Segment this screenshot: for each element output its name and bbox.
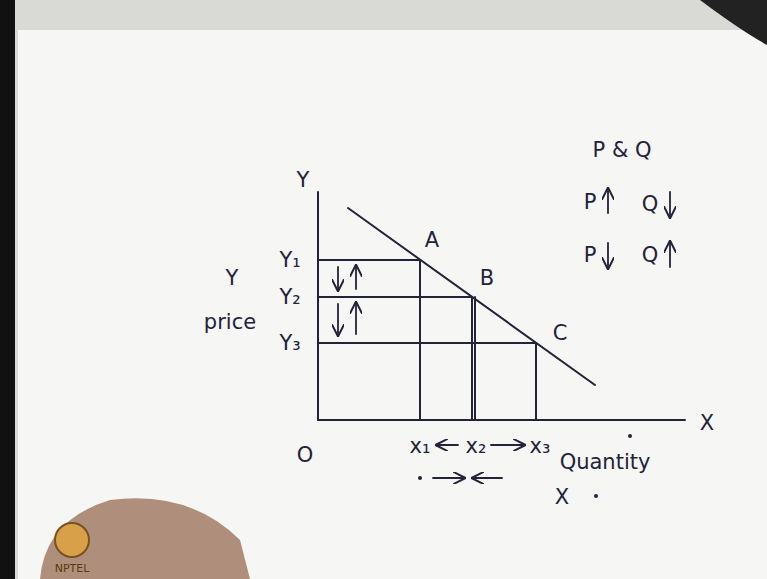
price-level: Y₁ (279, 250, 300, 271)
arrow (491, 444, 523, 446)
hand (40, 498, 250, 579)
arrow (337, 267, 339, 289)
price-level: Y₃ (279, 333, 300, 354)
note: P (584, 245, 597, 266)
arrow (474, 477, 502, 479)
price-line (318, 342, 536, 344)
axis-label: Y (226, 268, 239, 289)
arrow (669, 243, 671, 267)
note: P (584, 192, 597, 213)
logo-text: NPTEL (55, 563, 90, 574)
logo-emblem (55, 523, 89, 557)
dot (594, 494, 598, 498)
quantity-level: x₃ (530, 436, 551, 457)
quantity-line (474, 297, 476, 420)
arrow (607, 190, 609, 213)
dark-corner (700, 0, 767, 45)
axis-title: Quantity (560, 452, 651, 473)
point-label: B (480, 268, 494, 289)
ink-lines (318, 192, 685, 420)
dot (418, 476, 422, 480)
price-level: Y₂ (279, 287, 300, 308)
arrow (337, 304, 339, 334)
quantity-line (535, 343, 537, 420)
axis-title: price (204, 312, 256, 333)
quantity-line (419, 260, 421, 420)
arrow (355, 267, 357, 289)
note: P & Q (593, 140, 652, 161)
note: Q (642, 194, 659, 215)
origin-label: O (297, 445, 314, 466)
movement-arrows (338, 190, 670, 478)
axis-label: Y (297, 170, 310, 191)
point-label: C (553, 323, 568, 344)
note: Q (642, 245, 659, 266)
quantity-level: x₁ (410, 436, 431, 457)
arrow (355, 304, 357, 334)
dark-edge (0, 0, 15, 579)
quantity-line (471, 297, 473, 420)
axis-label: X (555, 487, 569, 508)
dot (628, 434, 632, 438)
x-axis (318, 419, 685, 421)
point-label: A (425, 230, 439, 251)
arrow (438, 444, 458, 446)
quantity-level: x₂ (466, 436, 487, 457)
price-line (318, 296, 472, 298)
price-line (318, 259, 420, 261)
arrow (607, 243, 609, 267)
arrow (433, 477, 463, 479)
y-axis (317, 192, 319, 420)
arrow (669, 192, 671, 216)
paper-sheet (18, 30, 767, 579)
axis-label: X (700, 413, 714, 434)
